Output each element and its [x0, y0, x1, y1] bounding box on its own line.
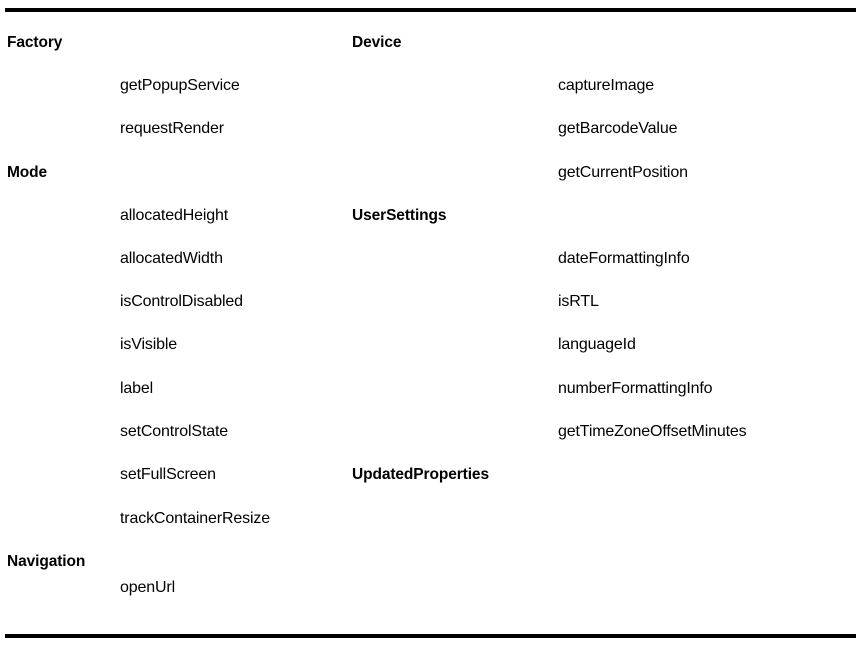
method-entry[interactable]: getBarcodeValue: [558, 120, 678, 137]
method-entry[interactable]: openUrl: [120, 579, 175, 596]
method-entry[interactable]: captureImage: [558, 77, 655, 94]
method-entry[interactable]: getTimeZoneOffsetMinutes: [558, 423, 747, 440]
method-entry[interactable]: isRTL: [558, 293, 599, 310]
method-entry[interactable]: languageId: [558, 336, 636, 353]
group-heading-navigation: Navigation: [7, 553, 86, 570]
method-entry[interactable]: isVisible: [120, 336, 178, 353]
group-heading-factory: Factory: [7, 34, 63, 51]
method-entry[interactable]: setControlState: [120, 423, 229, 440]
method-entry[interactable]: getCurrentPosition: [558, 164, 688, 181]
group-heading-usersettings: UserSettings: [352, 207, 447, 224]
method-entry[interactable]: trackContainerResize: [120, 510, 270, 527]
bottom-border-rule: [5, 634, 856, 638]
method-entry[interactable]: isControlDisabled: [120, 293, 243, 310]
method-entry[interactable]: label: [120, 380, 154, 397]
method-entry[interactable]: allocatedHeight: [120, 207, 229, 224]
group-heading-updatedproperties: UpdatedProperties: [352, 466, 489, 483]
top-border-rule: [5, 8, 856, 12]
method-entry[interactable]: requestRender: [120, 120, 224, 137]
method-entry[interactable]: setFullScreen: [120, 466, 216, 483]
column-right: Device captureImage getBarcodeValue getCurr…: [352, 0, 784, 647]
method-entry[interactable]: allocatedWidth: [120, 250, 223, 267]
method-entry[interactable]: numberFormattingInfo: [558, 380, 713, 397]
group-heading-mode: Mode: [7, 164, 48, 181]
method-entry[interactable]: getPopupService: [120, 77, 240, 94]
group-heading-device: Device: [352, 34, 402, 51]
method-entry[interactable]: dateFormattingInfo: [558, 250, 690, 267]
